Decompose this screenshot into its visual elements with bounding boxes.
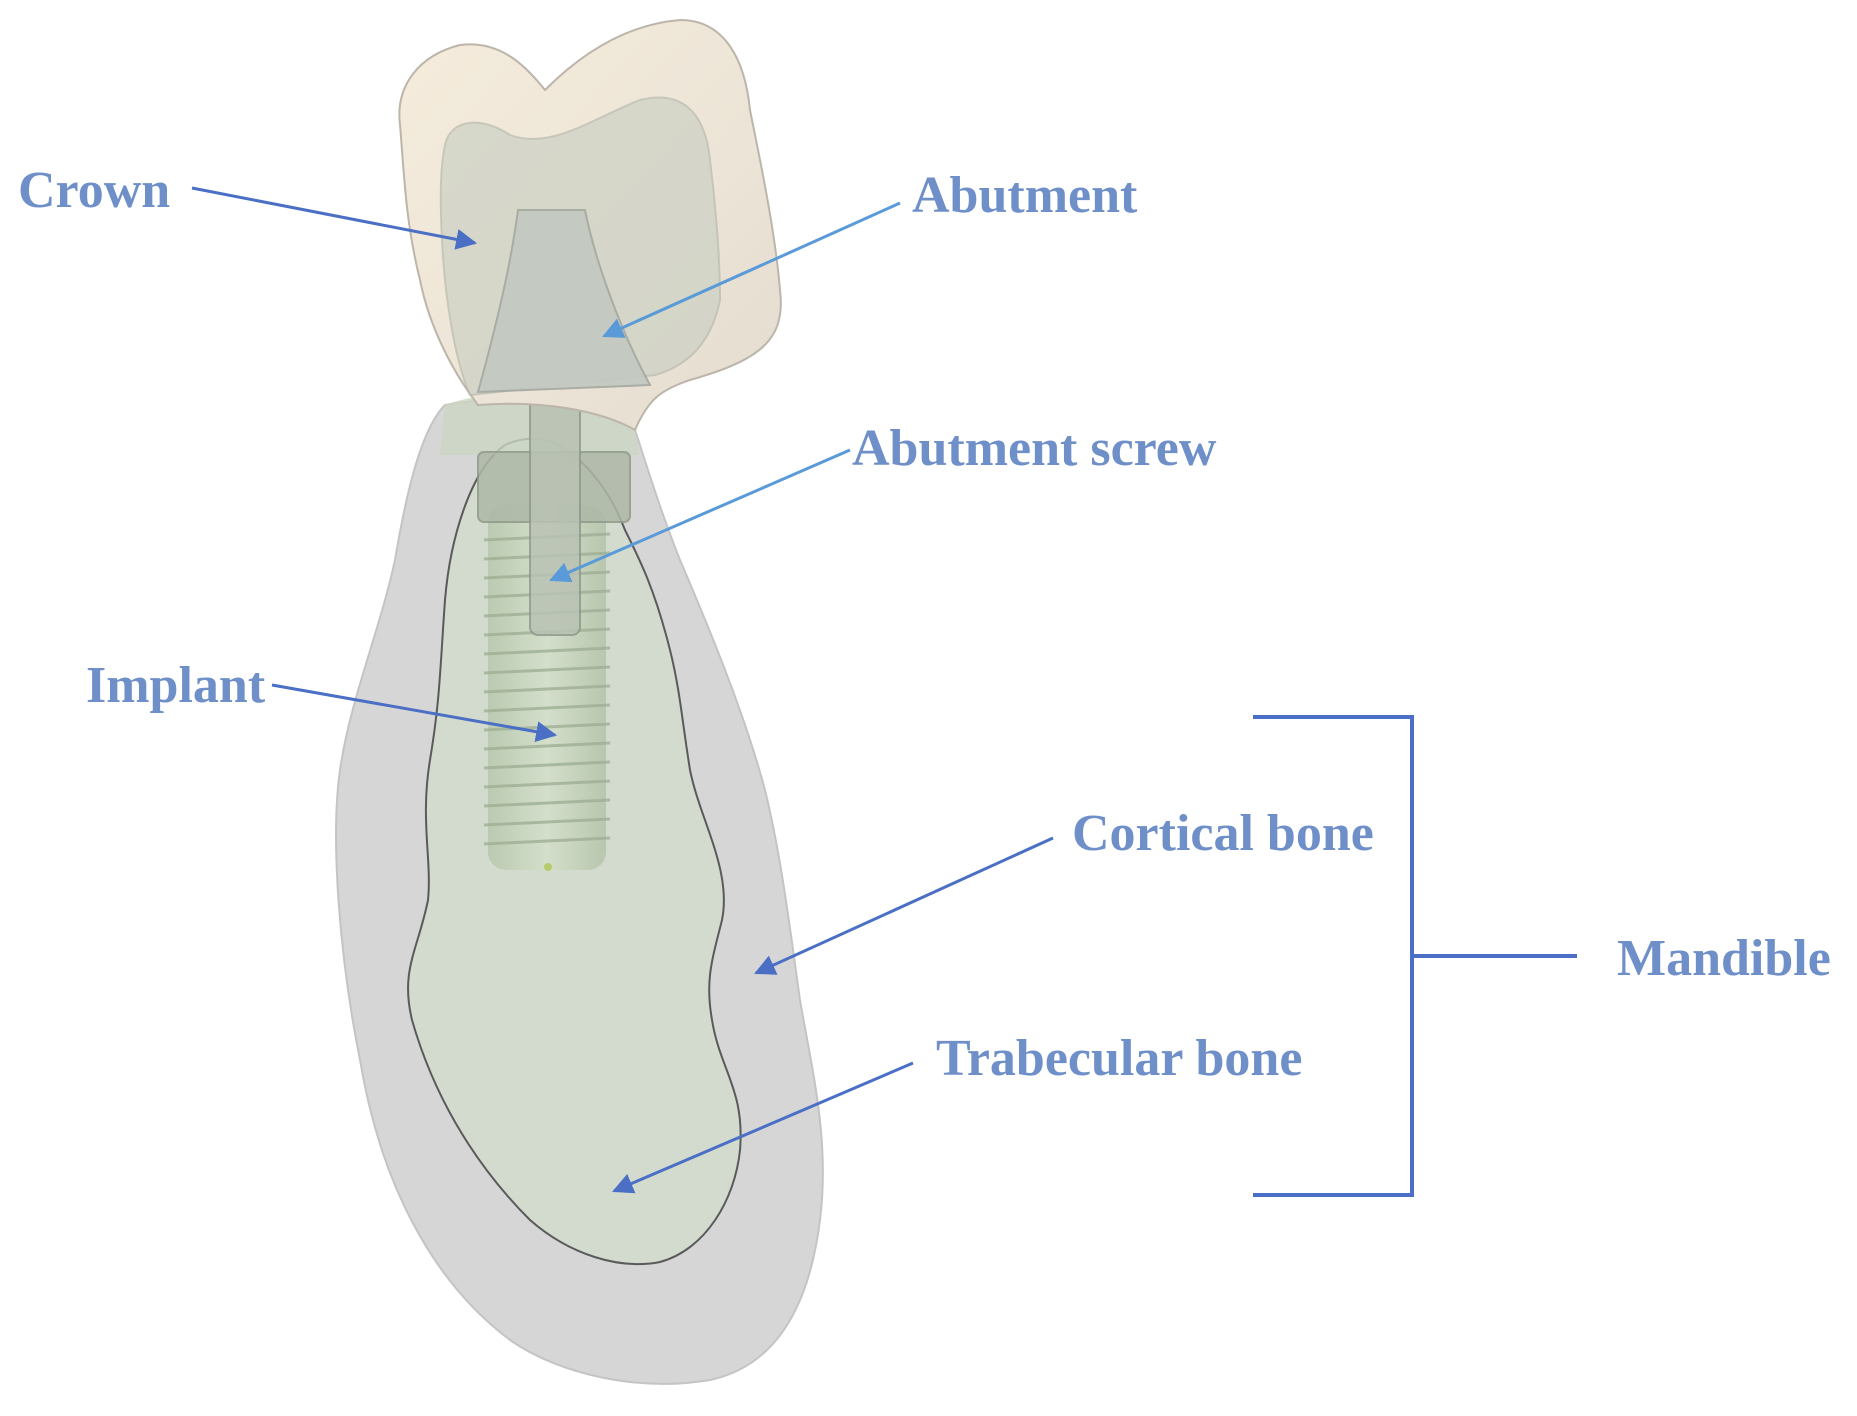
implant-arrow — [271, 683, 558, 743]
implant-thread — [483, 646, 611, 656]
abutment-screw-label: Abutment screw — [852, 420, 1217, 477]
trabecular-bone-arrow — [612, 1061, 914, 1194]
implant-thread — [483, 836, 611, 846]
implant-thread — [483, 798, 611, 808]
mandible-bracket — [1253, 715, 1577, 1197]
implant-thread — [483, 703, 611, 713]
implant-label: Implant — [86, 657, 266, 714]
implant-thread — [483, 779, 611, 789]
abutment-label: Abutment — [912, 167, 1138, 224]
implant-thread — [483, 741, 611, 751]
implant-thread — [483, 684, 611, 694]
implant-thread — [483, 760, 611, 770]
implant-thread — [483, 817, 611, 827]
trabecular-bone-label: Trabecular bone — [936, 1030, 1302, 1087]
mandible-label: Mandible — [1617, 930, 1831, 987]
cortical-bone-label: Cortical bone — [1072, 805, 1374, 862]
crown-label: Crown — [18, 162, 170, 219]
crown-arrow — [191, 186, 478, 250]
abutment-screw-arrow — [549, 448, 851, 583]
abutment-shape — [476, 209, 652, 394]
implant-thread — [483, 665, 611, 675]
abutment-arrow — [602, 201, 901, 338]
cortical-bone-arrow — [754, 836, 1054, 975]
